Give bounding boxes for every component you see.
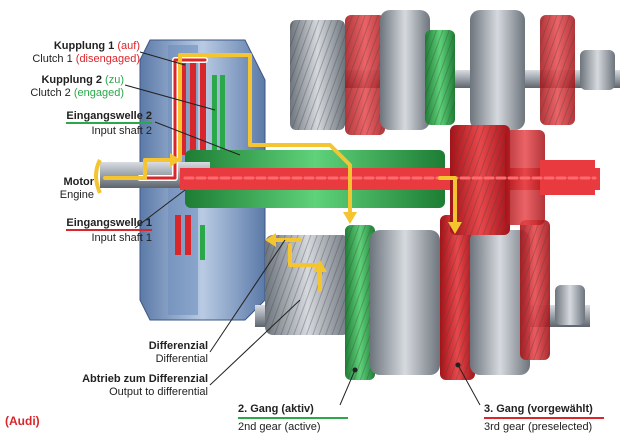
clutch-2-de-state: (zu)	[105, 74, 124, 86]
clutch-2-en: Clutch 2	[30, 87, 71, 99]
clutch-2-de: Kupplung 2	[41, 74, 102, 86]
input-shaft-2-en: Input shaft 2	[91, 125, 152, 137]
clutch-1-de-state: (auf)	[117, 40, 140, 52]
gear-2-en: 2nd gear (active)	[238, 421, 321, 433]
clutch-1-plates	[175, 60, 206, 255]
flow-arrowheads	[170, 153, 462, 272]
leader-dots	[352, 362, 461, 373]
label-input-shaft-1: Eingangswelle 1 Input shaft 1	[8, 217, 152, 245]
clutch-2-plates	[200, 75, 225, 260]
clutch-2-en-state: (engaged)	[73, 87, 124, 99]
upper-shaft-assembly	[290, 10, 620, 135]
differential-en: Differential	[155, 353, 208, 365]
label-input-shaft-2: Eingangswelle 2 Input shaft 2	[8, 110, 152, 138]
label-clutch-2: Kupplung 2 (zu) Clutch 2 (engaged)	[8, 74, 124, 100]
clutch-1-en: Clutch 1	[32, 53, 73, 65]
third-gear	[450, 125, 595, 235]
differential-de: Differenzial	[148, 340, 208, 352]
leader-lines	[124, 51, 481, 406]
gear-3-de: 3. Gang (vorgewählt)	[484, 403, 593, 415]
gear-3-en: 3rd gear (preselected)	[484, 421, 593, 433]
input-shaft-1-de: Eingangswelle 1	[66, 217, 152, 231]
label-motor: Motor Engine	[8, 176, 94, 202]
output-de: Abtrieb zum Differenzial	[82, 373, 208, 385]
gear-2-de: 2. Gang (aktiv)	[238, 403, 314, 415]
label-clutch-1: Kupplung 1 (auf) Clutch 1 (disengaged)	[8, 40, 140, 66]
label-gear-3: 3. Gang (vorgewählt) 3rd gear (preselect…	[484, 403, 604, 434]
label-differential: Differenzial Differential	[8, 340, 208, 366]
power-flow-red	[137, 57, 597, 181]
lower-gear-assembly	[255, 215, 590, 380]
label-output: Abtrieb zum Differenzial Output to diffe…	[8, 373, 208, 399]
clutch-1-de: Kupplung 1	[53, 40, 115, 52]
input-shaft-2-de: Eingangswelle 2	[66, 110, 152, 124]
motor-en: Engine	[59, 189, 94, 201]
engine-rotation-icon	[94, 159, 102, 194]
label-gear-2: 2. Gang (aktiv) 2nd gear (active)	[238, 403, 348, 434]
input-shaft-1-en: Input shaft 1	[91, 232, 152, 244]
motor-de: Motor	[63, 176, 94, 188]
output-en: Output to differential	[109, 386, 208, 398]
clutch-1-en-state: (disengaged)	[75, 53, 140, 65]
image-credit: (Audi)	[5, 414, 40, 428]
